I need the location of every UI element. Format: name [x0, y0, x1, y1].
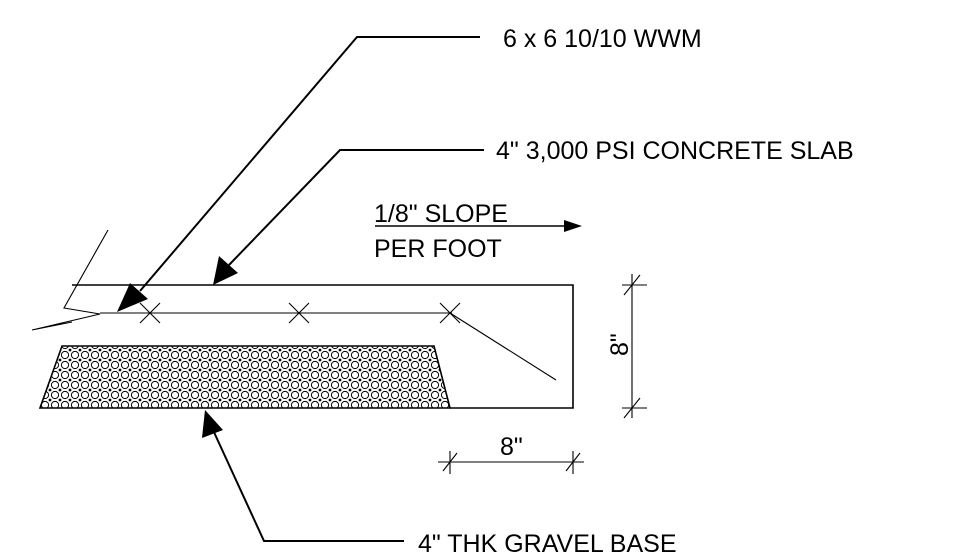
slope-arrow: [548, 220, 582, 232]
gravel-leader: [202, 410, 404, 542]
break-line: [31, 229, 109, 331]
gravel-label: 4" THK GRAVEL BASE: [418, 530, 677, 558]
slab-leader: [213, 149, 484, 285]
wwm-leader: [117, 36, 480, 312]
slope-label-line1: 1/8" SLOPE: [374, 200, 508, 228]
vertical-dimension-label: 8": [606, 333, 634, 356]
gravel-base-fill: [38, 345, 452, 409]
wwm-label: 6 x 6 10/10 WWM: [503, 25, 702, 53]
horizontal-dimension-label: 8": [500, 433, 523, 461]
horizontal-dimension: [438, 451, 584, 474]
thickened-edge-line: [449, 312, 557, 381]
slab-outline: [72, 284, 574, 409]
slab-label: 4" 3,000 PSI CONCRETE SLAB: [496, 137, 854, 165]
slope-label-line2: PER FOOT: [374, 235, 502, 263]
wire-mesh: [100, 302, 461, 324]
vertical-dimension: [622, 274, 647, 419]
